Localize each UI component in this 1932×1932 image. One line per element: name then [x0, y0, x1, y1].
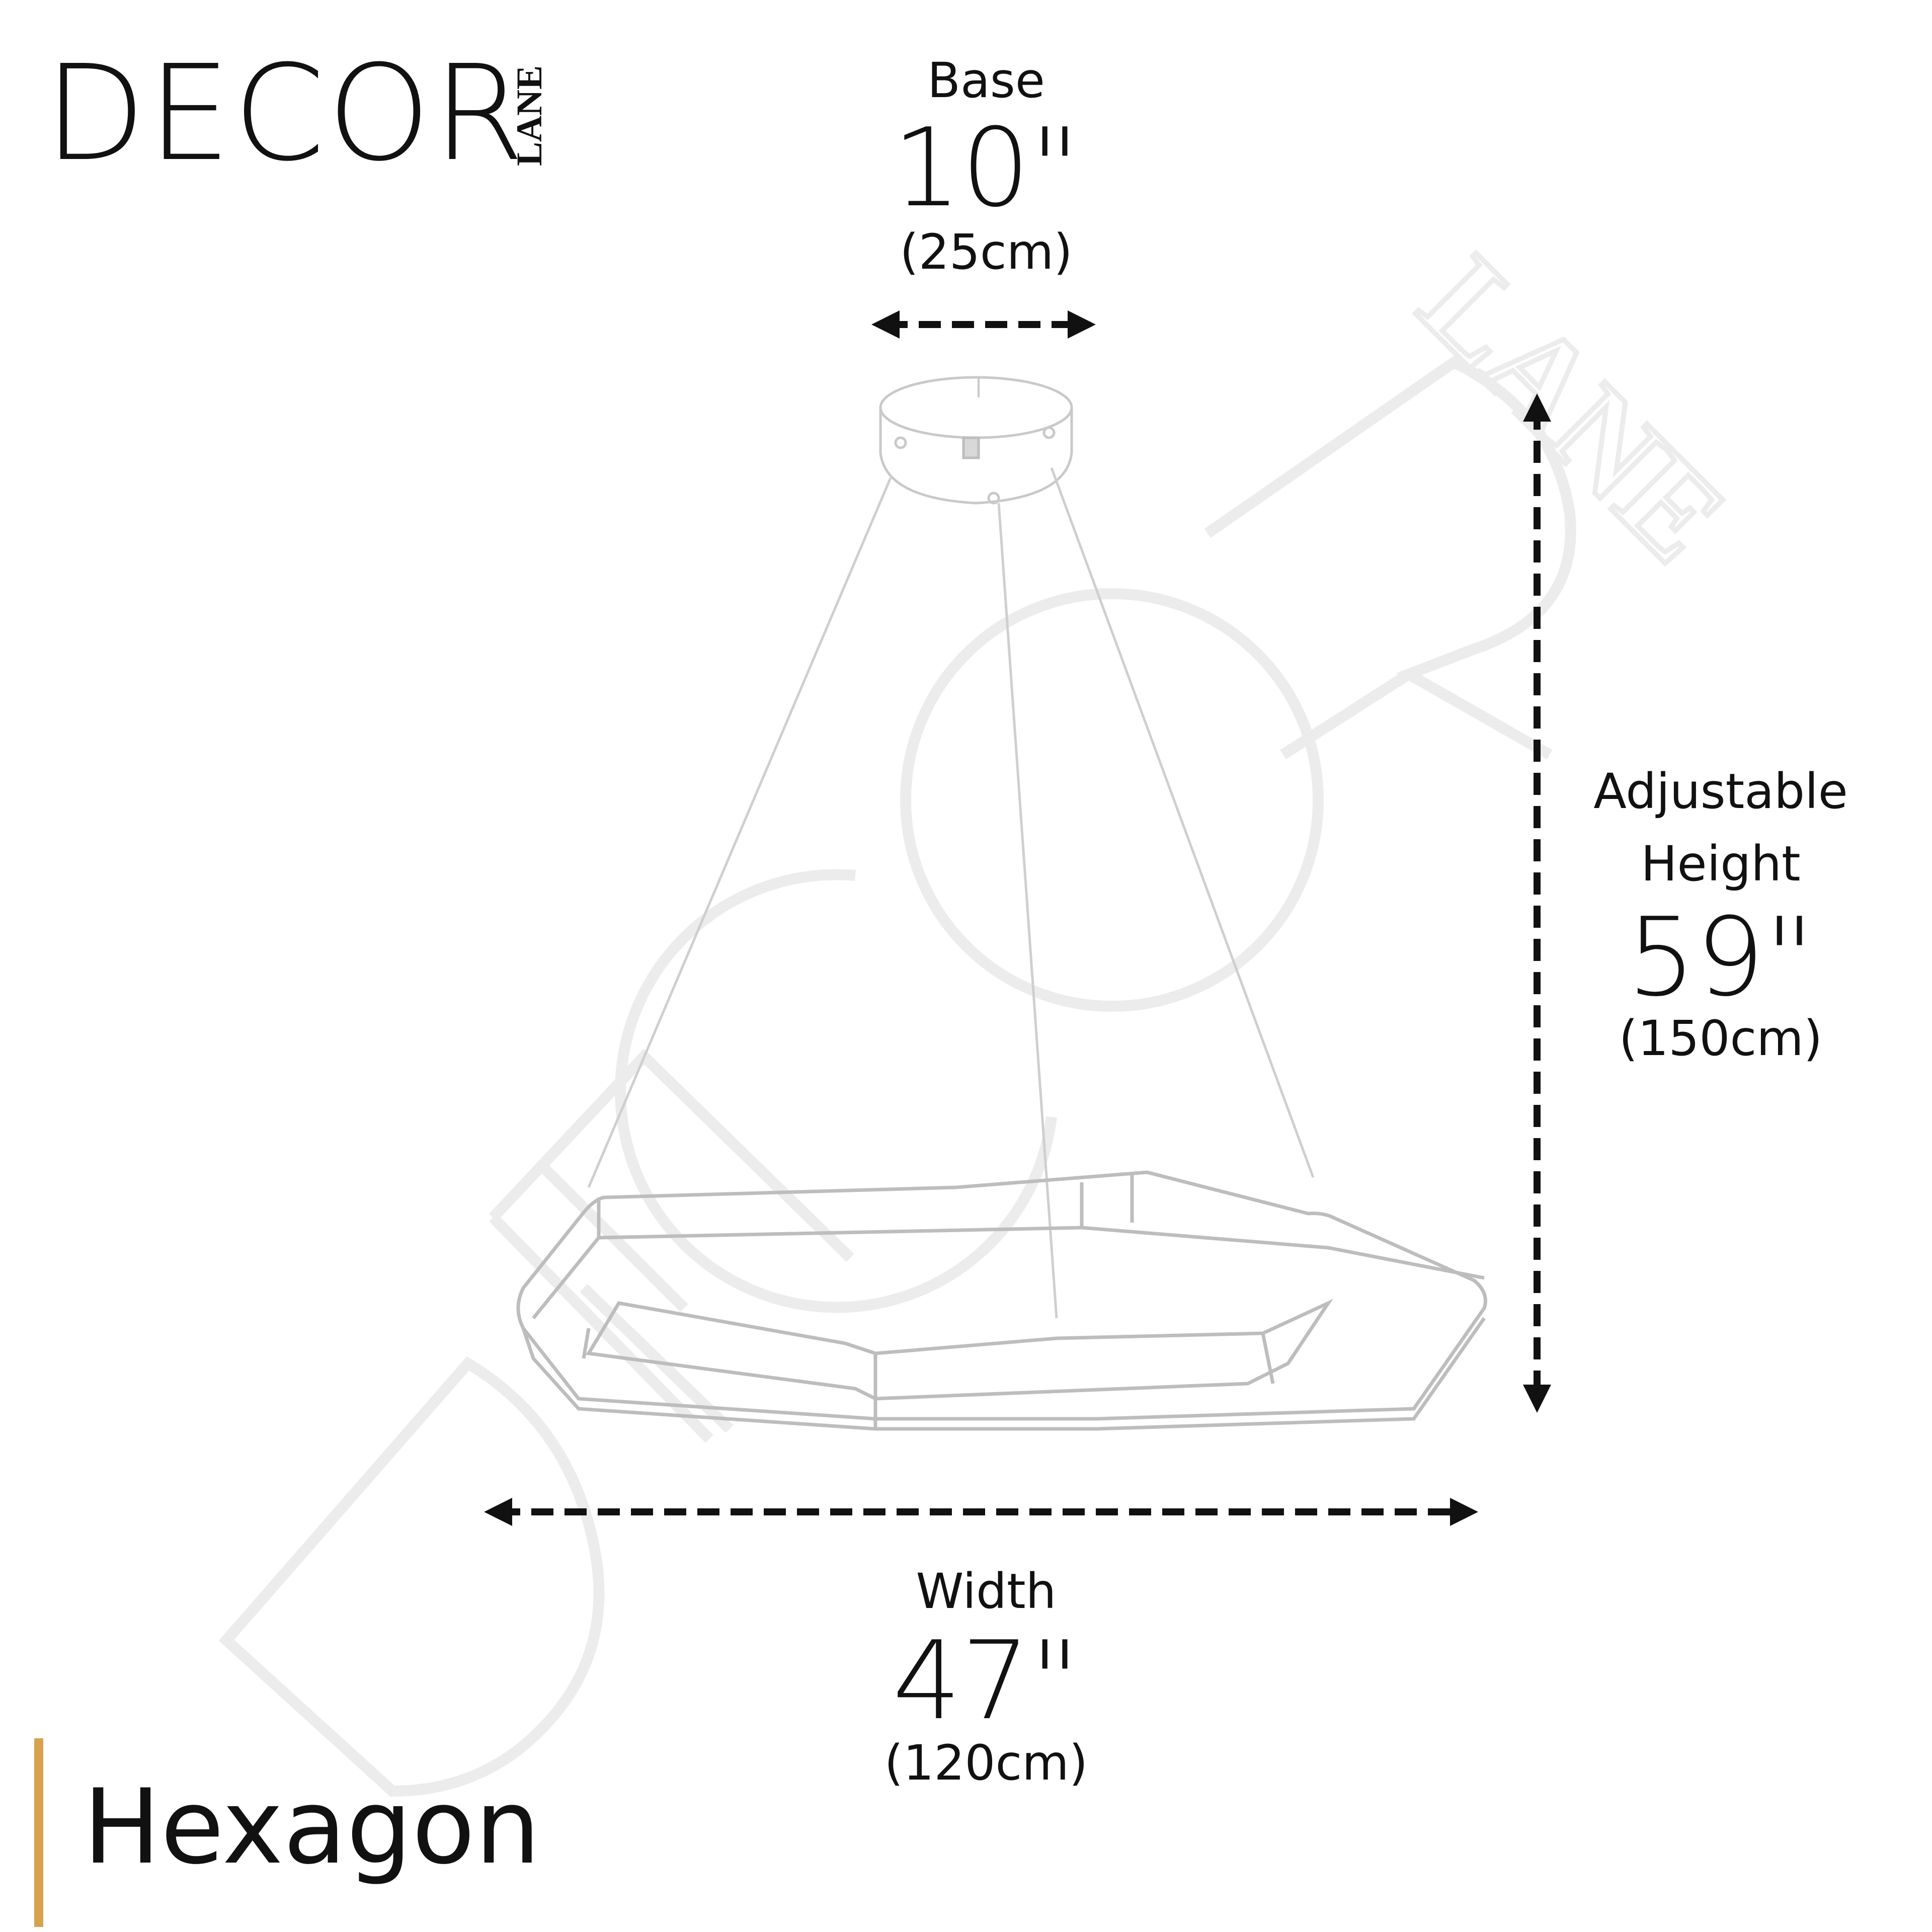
watermark: LANE: [218, 227, 1755, 1797]
height-label-line1: Adjustable: [1593, 763, 1848, 820]
base-imperial: 10": [892, 105, 1080, 231]
width-dimension: Width 47" (120cm): [855, 1567, 1117, 1787]
hexagon-ring: [516, 1170, 1487, 1431]
title-accent-bar: [34, 1738, 43, 1927]
width-imperial: 47": [892, 1618, 1080, 1744]
dimension-arrows: [484, 310, 1551, 1526]
pendant-light-sketch: [516, 376, 1487, 1431]
base-label: Base: [927, 52, 1045, 109]
ceiling-canopy: [879, 376, 1073, 505]
height-dimension: Adjustable Height 59" (150cm): [1570, 767, 1872, 1063]
height-imperial: 59": [1627, 894, 1815, 1020]
product-name: Hexagon: [83, 1767, 541, 1887]
width-metric: (120cm): [884, 1735, 1088, 1791]
watermark-letter-d: [218, 1356, 605, 1797]
brand-logo-sub: LANE: [509, 65, 549, 166]
width-label: Width: [916, 1563, 1057, 1620]
watermark-letter-r: [1204, 356, 1576, 760]
brand-logo: DECOR: [44, 37, 527, 190]
base-dimension: Base 10" (25cm): [886, 56, 1087, 276]
watermark-letter-o: [900, 588, 1324, 1012]
height-label-line2: Height: [1641, 836, 1801, 892]
base-metric: (25cm): [900, 224, 1073, 280]
suspension-cables: [587, 467, 1315, 1319]
height-metric: (150cm): [1619, 1010, 1823, 1067]
